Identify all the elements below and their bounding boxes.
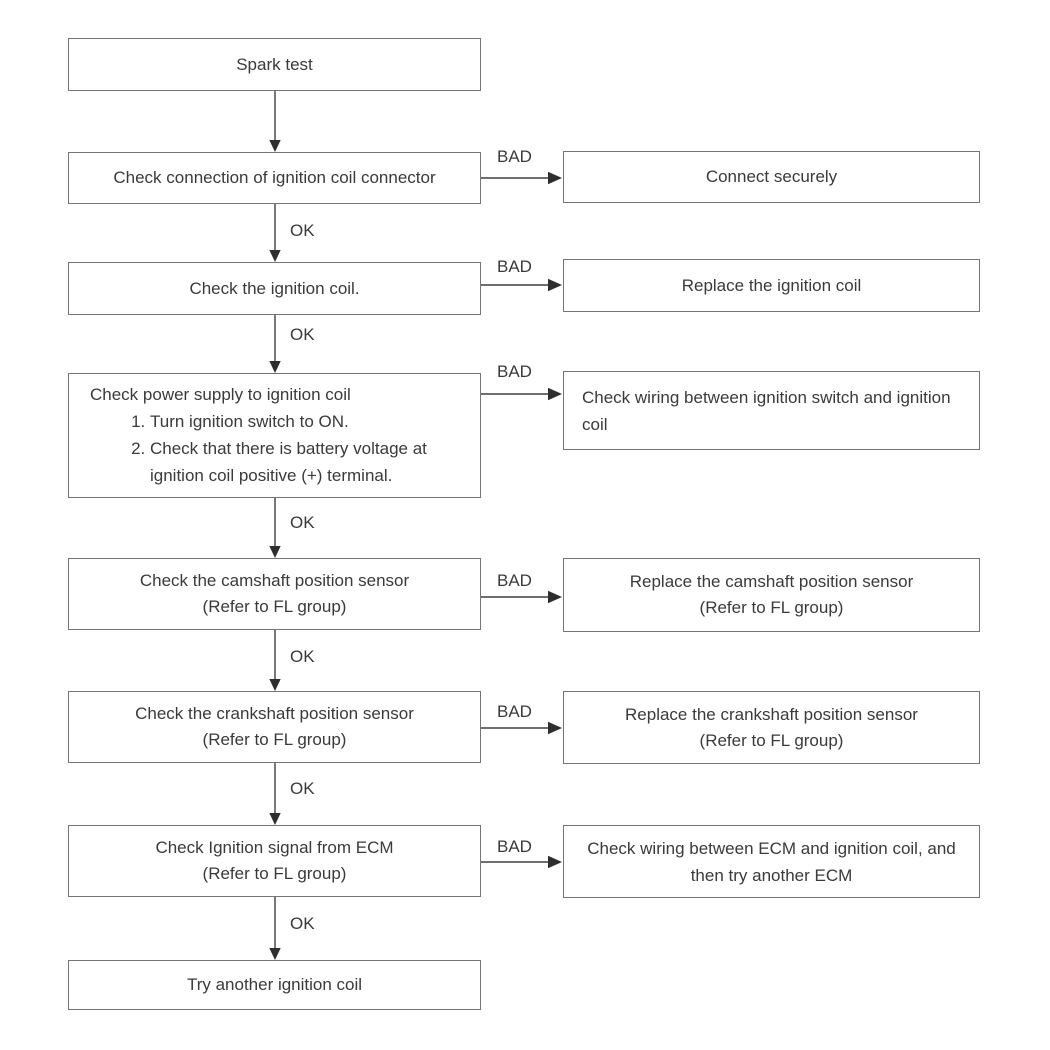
ok-label-crankshaft: OK [290,779,315,798]
list-item: Check that there is battery voltage at i… [150,435,468,489]
node-check-crankshaft-sensor: Check the crankshaft position sensor (Re… [68,691,481,763]
ok-label-camshaft: OK [290,647,315,666]
node-check-ecm-signal: Check Ignition signal from ECM (Refer to… [68,825,481,897]
node-check-ignition-coil: Check the ignition coil. [68,262,481,315]
node-label: Check the camshaft position sensor [139,571,410,590]
arrow-crankshaft-to-ecm [269,763,281,825]
node-check-connection: Check connection of ignition coil connec… [68,152,481,204]
node-label: Check the crankshaft position sensor [135,704,414,723]
arrow-bad-camshaft [481,590,562,604]
ok-label-coil: OK [290,325,315,344]
result-label: Replace the ignition coil [681,275,862,295]
arrow-coil-to-power [269,315,281,373]
node-check-power-supply: Check power supply to ignition coil Turn… [68,373,481,498]
bad-label-power: BAD [497,362,532,381]
ok-label-power: OK [290,513,315,532]
node-label: Spark test [236,54,313,74]
bad-label-ecm: BAD [497,837,532,856]
result-check-wiring-ecm: Check wiring between ECM and ignition co… [563,825,980,898]
node-step-list: Turn ignition switch to ON. Check that t… [90,408,468,489]
result-label: Replace the camshaft position sensor [629,572,914,591]
arrow-bad-ecm [481,855,562,869]
arrow-camshaft-to-crankshaft [269,630,281,691]
arrow-bad-connection [481,171,562,185]
arrow-connection-to-coil [269,204,281,262]
node-spark-test: Spark test [68,38,481,91]
result-connect-securely: Connect securely [563,151,980,203]
arrow-bad-power [481,387,562,401]
arrow-bad-crankshaft [481,721,562,735]
node-sublabel: (Refer to FL group) [202,730,347,749]
node-label: Check the ignition coil. [189,278,360,298]
bad-label-crankshaft: BAD [497,702,532,721]
list-item: Turn ignition switch to ON. [150,408,468,435]
bad-label-coil: BAD [497,257,532,276]
ok-label-ecm: OK [290,914,315,933]
result-sublabel: (Refer to FL group) [699,598,844,617]
bad-label-connection: BAD [497,147,532,166]
node-check-camshaft-sensor: Check the camshaft position sensor (Refe… [68,558,481,630]
node-title: Check power supply to ignition coil [90,385,351,404]
result-sublabel: (Refer to FL group) [699,730,844,750]
arrow-bad-coil [481,278,562,292]
bad-label-camshaft: BAD [497,571,532,590]
node-label: Check connection of ignition coil connec… [113,168,436,187]
arrow-ecm-to-try-another [269,897,281,960]
result-label: Check wiring between ECM and ignition co… [587,838,956,885]
result-replace-crankshaft-sensor: Replace the crankshaft position sensor (… [563,691,980,764]
result-label: Connect securely [705,167,838,186]
result-label: Check wiring between ignition switch and… [582,387,951,434]
node-label: Try another ignition coil [186,975,363,994]
result-label: Replace the crankshaft position sensor [625,704,918,724]
node-try-another-coil: Try another ignition coil [68,960,481,1010]
ok-label-connection: OK [290,221,315,240]
result-check-wiring-switch: Check wiring between ignition switch and… [563,371,980,450]
arrow-power-to-camshaft [269,498,281,558]
node-sublabel: (Refer to FL group) [202,864,347,883]
node-label: Check Ignition signal from ECM [155,838,394,857]
node-sublabel: (Refer to FL group) [202,597,347,616]
arrow-spark-to-connection [269,91,281,152]
result-replace-camshaft-sensor: Replace the camshaft position sensor (Re… [563,558,980,632]
result-replace-ignition-coil: Replace the ignition coil [563,259,980,312]
